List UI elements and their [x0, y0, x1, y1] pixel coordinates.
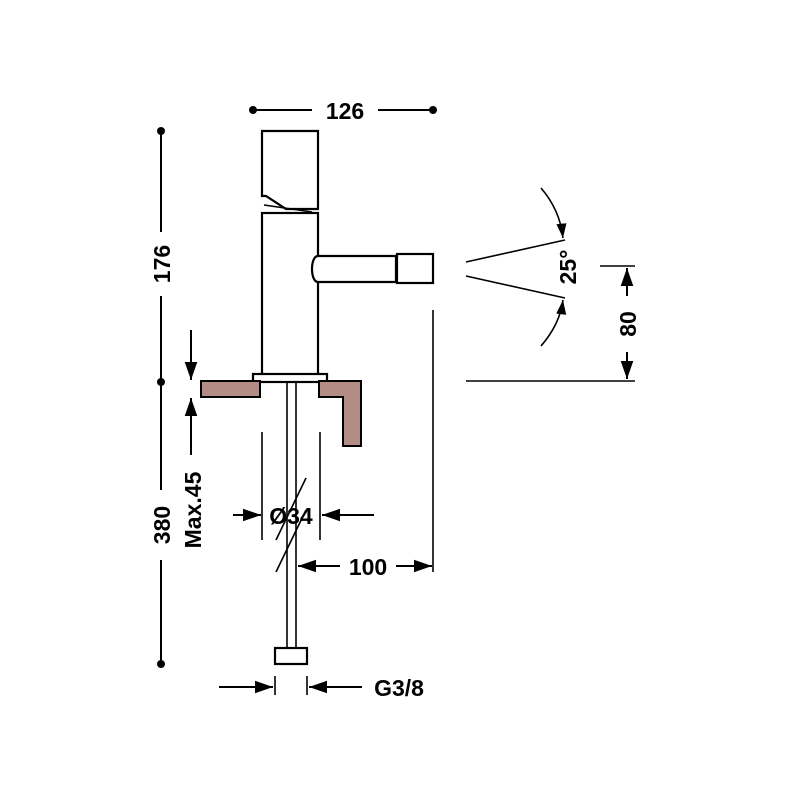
faucet-base-collar [251, 372, 329, 384]
faucet-column [260, 211, 320, 378]
dim-spray-angle: 25° [465, 187, 581, 347]
dim-height-body-label: 176 [149, 245, 175, 283]
countertop-left [200, 380, 261, 398]
dim-diameter: Ø34 [233, 503, 374, 529]
supply-hose [261, 382, 321, 666]
dim-spout-reach-label: 100 [349, 554, 387, 580]
countertop-right [318, 380, 362, 447]
countertop-section [200, 380, 362, 447]
dim-spout-reach: 100 [298, 310, 434, 580]
hose-break-bottom [275, 509, 307, 573]
dim-spray-angle-label: 25° [555, 250, 581, 285]
dim-width-top-label: 126 [326, 98, 364, 124]
faucet-handle [260, 129, 320, 211]
hose-break-top [275, 477, 307, 541]
dim-diameter-label: Ø34 [269, 503, 313, 529]
dim-height-left: 176 380 [149, 127, 175, 668]
dim-max-deck-label: Max.45 [180, 471, 206, 548]
dim-thread: G3/8 [219, 675, 424, 701]
faucet-spout [310, 254, 398, 284]
faucet-body [251, 129, 435, 384]
dim-thread-label: G3/8 [374, 675, 424, 701]
dim-height-total-label: 380 [149, 506, 175, 544]
dim-max-deck: Max.45 [180, 330, 206, 548]
faucet-nozzle [395, 252, 435, 285]
dim-spout-height: 80 [466, 265, 641, 382]
dim-width-top: 126 [249, 98, 437, 124]
hose-fitting [273, 646, 309, 666]
faucet-handle-cut [263, 204, 313, 213]
dim-spout-height-label: 80 [615, 311, 641, 337]
